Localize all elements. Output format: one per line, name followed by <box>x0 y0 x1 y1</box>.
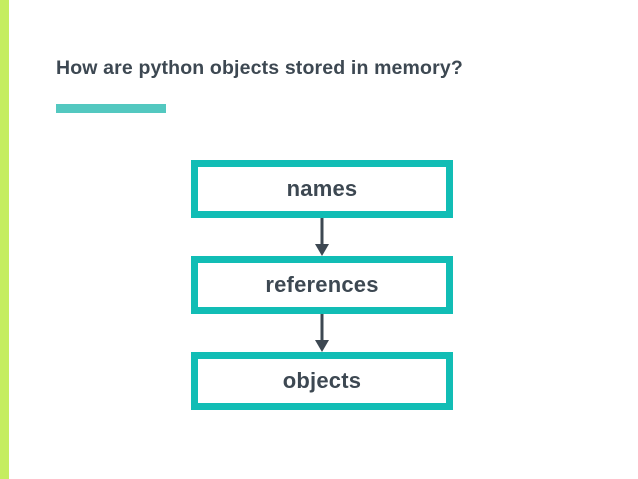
memory-model-diagram: names references objects <box>191 160 453 410</box>
connector-names-to-references <box>191 218 453 256</box>
node-label: objects <box>282 368 362 393</box>
page-title: How are python objects stored in memory? <box>56 57 463 79</box>
node-label: references <box>265 272 379 297</box>
left-accent-stripe <box>0 0 9 479</box>
connector-references-to-objects <box>191 314 453 352</box>
title-accent-bar <box>56 104 166 113</box>
diagram-node-objects: objects <box>191 352 453 410</box>
diagram-node-references: references <box>191 256 453 314</box>
diagram-node-names: names <box>191 160 453 218</box>
node-label: names <box>286 176 358 201</box>
